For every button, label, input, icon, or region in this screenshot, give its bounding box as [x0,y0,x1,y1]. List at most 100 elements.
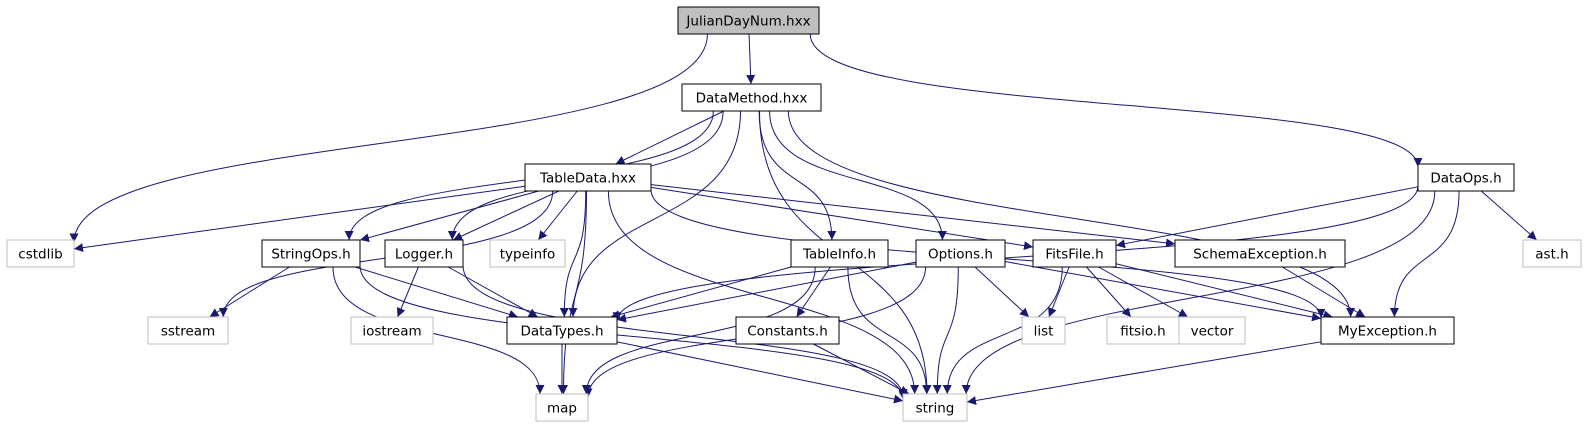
edge-tabledata-to-stringops [359,190,539,243]
edge-schemaexc-to-myexc [1282,266,1366,318]
node-datatypes[interactable]: DataTypes.h [506,316,618,345]
node-box-fitsfile [1032,239,1117,268]
node-tabledata[interactable]: TableData.hxx [524,163,652,192]
node-label-datatypes: DataTypes.h [520,324,603,340]
edge-tableinfo-to-map [581,266,816,395]
node-label-datamethod: DataMethod.hxx [696,91,808,107]
node-datamethod[interactable]: DataMethod.hxx [681,83,822,112]
node-label-typeinfo: typeinfo [500,247,555,263]
edge-julian-to-cstdlib [69,33,708,243]
node-label-stringops: StringOps.h [271,247,350,263]
node-label-string: string [916,401,955,417]
edge-dataops-to-fitsfile [1115,186,1419,249]
node-label-myexc: MyException.h [1338,324,1437,340]
edge-constants-to-string [813,343,910,395]
edge-fitsfile-to-string [942,266,1063,395]
node-logger[interactable]: Logger.h [384,239,464,268]
edge-dataops-to-datatypes [612,185,1419,322]
edge-dataops-to-string [961,190,1436,395]
node-stringops[interactable]: StringOps.h [261,239,361,268]
node-label-cstdlib: cstdlib [18,247,62,263]
node-box-asth [1522,239,1582,268]
node-fitsfile[interactable]: FitsFile.h [1032,239,1117,268]
node-box-datatypes [506,316,618,345]
edge-datamethod-to-tableinfo [758,110,837,241]
node-box-cstdlib [6,239,75,268]
edge-tabledata-to-map [559,190,587,395]
node-label-iostream: iostream [362,324,421,340]
edge-julian-to-dataops [809,33,1423,168]
edge-options-to-datatypes [616,261,917,323]
node-label-fitsio: fitsio.h [1120,324,1165,340]
node-sstream: sstream [147,316,229,345]
edge-stringops-to-datatypes [354,266,519,319]
edge-fitsfile-to-myexc [1115,263,1333,320]
edge-fitsfile-to-vector [1098,266,1189,318]
node-label-asth: ast.h [1535,247,1568,263]
node-vector: vector [1178,316,1246,345]
edge-tableinfo-to-constants [796,266,831,318]
node-box-options [915,239,1006,268]
edge-datamethod-to-myexc [787,110,1356,318]
edge-tabledata-to-typeinfo [537,190,578,241]
node-fitsio: fitsio.h [1106,316,1180,345]
node-box-vector [1178,316,1246,345]
node-list: list [1021,316,1066,345]
node-label-sstream: sstream [161,324,215,340]
node-label-options: Options.h [928,247,993,263]
node-label-julian: JulianDayNum.hxx [685,14,810,30]
edge-tabledata-to-schemaexc [650,184,1176,248]
edge-options-to-list [974,266,1030,318]
node-label-tableinfo: TableInfo.h [802,247,876,263]
node-options[interactable]: Options.h [915,239,1006,268]
node-box-julian [677,6,820,35]
node-label-map: map [547,401,577,417]
node-box-sstream [147,316,229,345]
node-label-tabledata: TableData.hxx [539,171,636,187]
node-box-logger [384,239,464,268]
edge-tabledata-to-logger [452,190,560,241]
node-label-vector: vector [1191,324,1234,340]
edge-stringops-to-map [332,266,545,395]
node-box-dataops [1417,163,1515,192]
node-box-myexc [1320,316,1455,345]
edge-logger-to-string [462,265,908,398]
edge-tabledata-to-datatypes [559,190,587,318]
edge-options-to-myexc [1004,261,1322,322]
node-box-iostream [350,316,434,345]
edge-tabledata-to-string [607,190,920,395]
node-box-list [1021,316,1066,345]
node-label-list: list [1034,324,1054,340]
node-label-schemaexc: SchemaException.h [1193,247,1327,263]
node-myexc[interactable]: MyException.h [1320,316,1455,345]
node-schemaexc[interactable]: SchemaException.h [1174,239,1346,268]
node-tableinfo[interactable]: TableInfo.h [790,239,889,268]
edge-datatypes-to-string [616,341,904,404]
edge-fitsfile-to-list [1048,266,1070,318]
node-asth: ast.h [1522,239,1582,268]
edge-stringops-to-string [359,265,908,400]
edge-stringops-to-sstream [209,266,290,318]
edge-fitsfile-to-fitsio [1086,266,1132,318]
node-map: map [535,393,589,422]
node-box-schemaexc [1174,239,1346,268]
edge-datamethod-to-datatypes [568,110,742,318]
node-label-logger: Logger.h [395,247,453,263]
node-constants[interactable]: Constants.h [735,316,840,345]
node-julian[interactable]: JulianDayNum.hxx [677,6,820,35]
node-box-tableinfo [790,239,889,268]
node-dataops[interactable]: DataOps.h [1417,163,1515,192]
edge-tabledata-to-fitsfile [650,186,1034,251]
node-box-tabledata [524,163,652,192]
node-box-map [535,393,589,422]
node-box-typeinfo [489,239,566,268]
edge-datamethod-to-tabledata [615,110,725,165]
edge-dataops-to-asth [1480,190,1538,241]
node-string: string [902,393,968,422]
edge-datamethod-to-options [769,110,947,241]
edge-tableinfo-to-datatypes [610,266,792,319]
node-cstdlib: cstdlib [6,239,75,268]
edge-julian-to-datamethod [746,33,756,85]
edge-tabledata-to-cstdlib [73,185,526,253]
